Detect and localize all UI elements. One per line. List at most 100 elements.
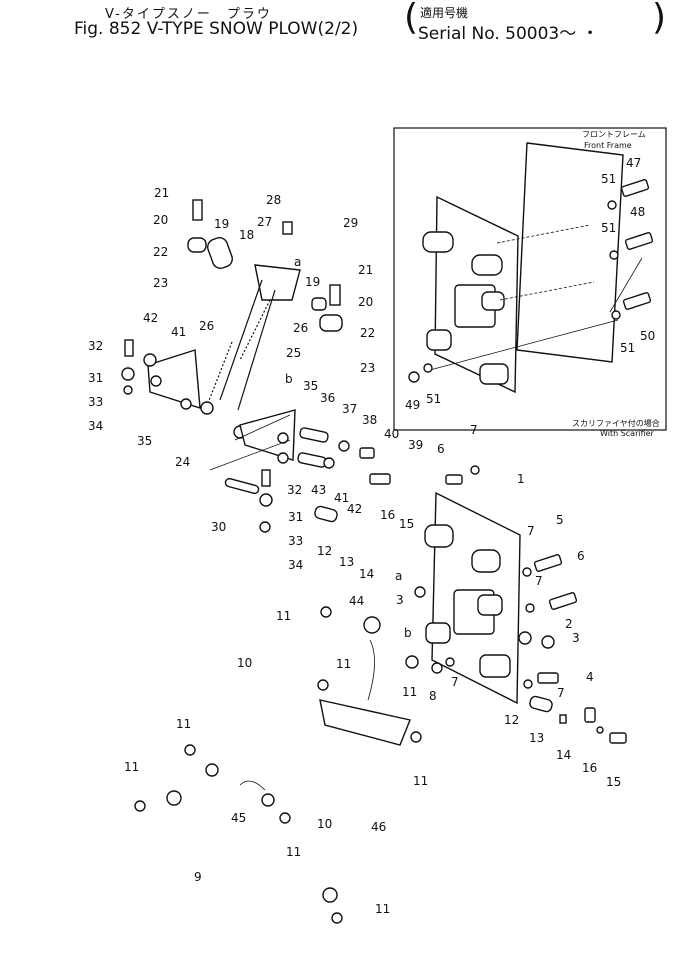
callout-5: 5 bbox=[556, 513, 564, 527]
callout-25: 25 bbox=[286, 346, 301, 360]
callout-a: a bbox=[395, 569, 402, 583]
title-japanese: V-タイプスノー プラウ bbox=[105, 7, 272, 22]
callout-35: 35 bbox=[303, 379, 318, 393]
callout-28: 28 bbox=[266, 193, 281, 207]
callout-41: 41 bbox=[334, 491, 349, 505]
callout-50: 50 bbox=[640, 329, 655, 343]
serial-label-japanese: 適用号機 bbox=[420, 6, 469, 20]
callout-3: 3 bbox=[396, 593, 404, 607]
scarifier-label-jp: スカリファイヤ付の場合 bbox=[572, 418, 660, 428]
callout-11: 11 bbox=[336, 657, 351, 671]
callout-2: 2 bbox=[565, 617, 573, 631]
serial-range: Serial No. 50003～ ・ bbox=[418, 24, 599, 44]
open-paren: ( bbox=[404, 0, 419, 38]
callout-4: 4 bbox=[586, 670, 594, 684]
callout-11: 11 bbox=[176, 717, 191, 731]
callout-44: 44 bbox=[349, 594, 364, 608]
front-frame-label: Front Frame bbox=[584, 141, 632, 150]
callout-48: 48 bbox=[630, 205, 645, 219]
front-frame-plate bbox=[516, 142, 624, 363]
callout-38: 38 bbox=[362, 413, 377, 427]
callout-51: 51 bbox=[601, 221, 616, 235]
callout-21: 21 bbox=[358, 263, 373, 277]
inset-frame-view: フロントフレーム Front Frame スカリファイヤ付の場合 With Sc… bbox=[393, 127, 667, 438]
callout-40: 40 bbox=[384, 427, 399, 441]
callout-11: 11 bbox=[286, 845, 301, 859]
callout-16: 16 bbox=[380, 508, 395, 522]
callout-51: 51 bbox=[620, 341, 635, 355]
callout-12: 12 bbox=[317, 544, 332, 558]
callout-32: 32 bbox=[287, 483, 302, 497]
callout-15: 15 bbox=[606, 775, 621, 789]
callout-42: 42 bbox=[347, 502, 362, 516]
callout-34: 34 bbox=[88, 419, 103, 433]
callout-24: 24 bbox=[175, 455, 190, 469]
callout-31: 31 bbox=[88, 371, 103, 385]
callout-43: 43 bbox=[311, 483, 326, 497]
callout-30: 30 bbox=[211, 520, 226, 534]
callout-6: 6 bbox=[437, 442, 445, 456]
callout-22: 22 bbox=[360, 326, 375, 340]
close-paren: ) bbox=[652, 0, 667, 38]
callout-b: b bbox=[285, 372, 293, 386]
callout-19: 19 bbox=[305, 275, 320, 289]
callout-10: 10 bbox=[317, 817, 332, 831]
scarifier-label: With Scarifier bbox=[600, 429, 655, 438]
callout-20: 20 bbox=[153, 213, 168, 227]
callout-11: 11 bbox=[276, 609, 291, 623]
callout-51: 51 bbox=[426, 392, 441, 406]
callout-19: 19 bbox=[214, 217, 229, 231]
bracket-plate bbox=[363, 465, 627, 744]
callout-6: 6 bbox=[577, 549, 585, 563]
callout-32: 32 bbox=[88, 339, 103, 353]
callout-34: 34 bbox=[288, 558, 303, 572]
callout-29: 29 bbox=[343, 216, 358, 230]
callout-7: 7 bbox=[535, 574, 543, 588]
front-frame-label-jp: フロントフレーム bbox=[582, 130, 646, 139]
callout-10: 10 bbox=[237, 656, 252, 670]
callout-26: 26 bbox=[293, 321, 308, 335]
callout-41: 41 bbox=[171, 325, 186, 339]
callout-7: 7 bbox=[451, 675, 459, 689]
callout-27: 27 bbox=[257, 215, 272, 229]
callout-7: 7 bbox=[470, 423, 478, 437]
callout-12: 12 bbox=[504, 713, 519, 727]
callout-7: 7 bbox=[557, 686, 565, 700]
callout-11: 11 bbox=[124, 760, 139, 774]
callout-23: 23 bbox=[360, 361, 375, 375]
callout-14: 14 bbox=[556, 748, 571, 762]
figure-title: Fig. 852 V-TYPE SNOW PLOW(2/2) bbox=[74, 19, 359, 39]
callout-a: a bbox=[294, 255, 301, 269]
callout-37: 37 bbox=[342, 402, 357, 416]
callout-7: 7 bbox=[527, 524, 535, 538]
callout-46: 46 bbox=[371, 820, 386, 834]
upper-linkage bbox=[121, 199, 391, 533]
callout-16: 16 bbox=[582, 761, 597, 775]
callout-22: 22 bbox=[153, 245, 168, 259]
callout-9: 9 bbox=[194, 870, 202, 884]
callout-11: 11 bbox=[402, 685, 417, 699]
callout-20: 20 bbox=[358, 295, 373, 309]
a-frame bbox=[134, 606, 422, 924]
callout-35: 35 bbox=[137, 434, 152, 448]
callout-8: 8 bbox=[429, 689, 437, 703]
callout-51: 51 bbox=[601, 172, 616, 186]
callout-26: 26 bbox=[199, 319, 214, 333]
callout-15: 15 bbox=[399, 517, 414, 531]
callout-33: 33 bbox=[288, 534, 303, 548]
callout-47: 47 bbox=[626, 156, 641, 170]
callout-b: b bbox=[404, 626, 412, 640]
callout-13: 13 bbox=[339, 555, 354, 569]
callout-18: 18 bbox=[239, 228, 254, 242]
callout-23: 23 bbox=[153, 276, 168, 290]
callout-14: 14 bbox=[359, 567, 374, 581]
callout-31: 31 bbox=[288, 510, 303, 524]
callout-21: 21 bbox=[154, 186, 169, 200]
callout-1: 1 bbox=[517, 472, 525, 486]
callout-11: 11 bbox=[375, 902, 390, 916]
callout-3: 3 bbox=[572, 631, 580, 645]
callout-45: 45 bbox=[231, 811, 246, 825]
callout-42: 42 bbox=[143, 311, 158, 325]
